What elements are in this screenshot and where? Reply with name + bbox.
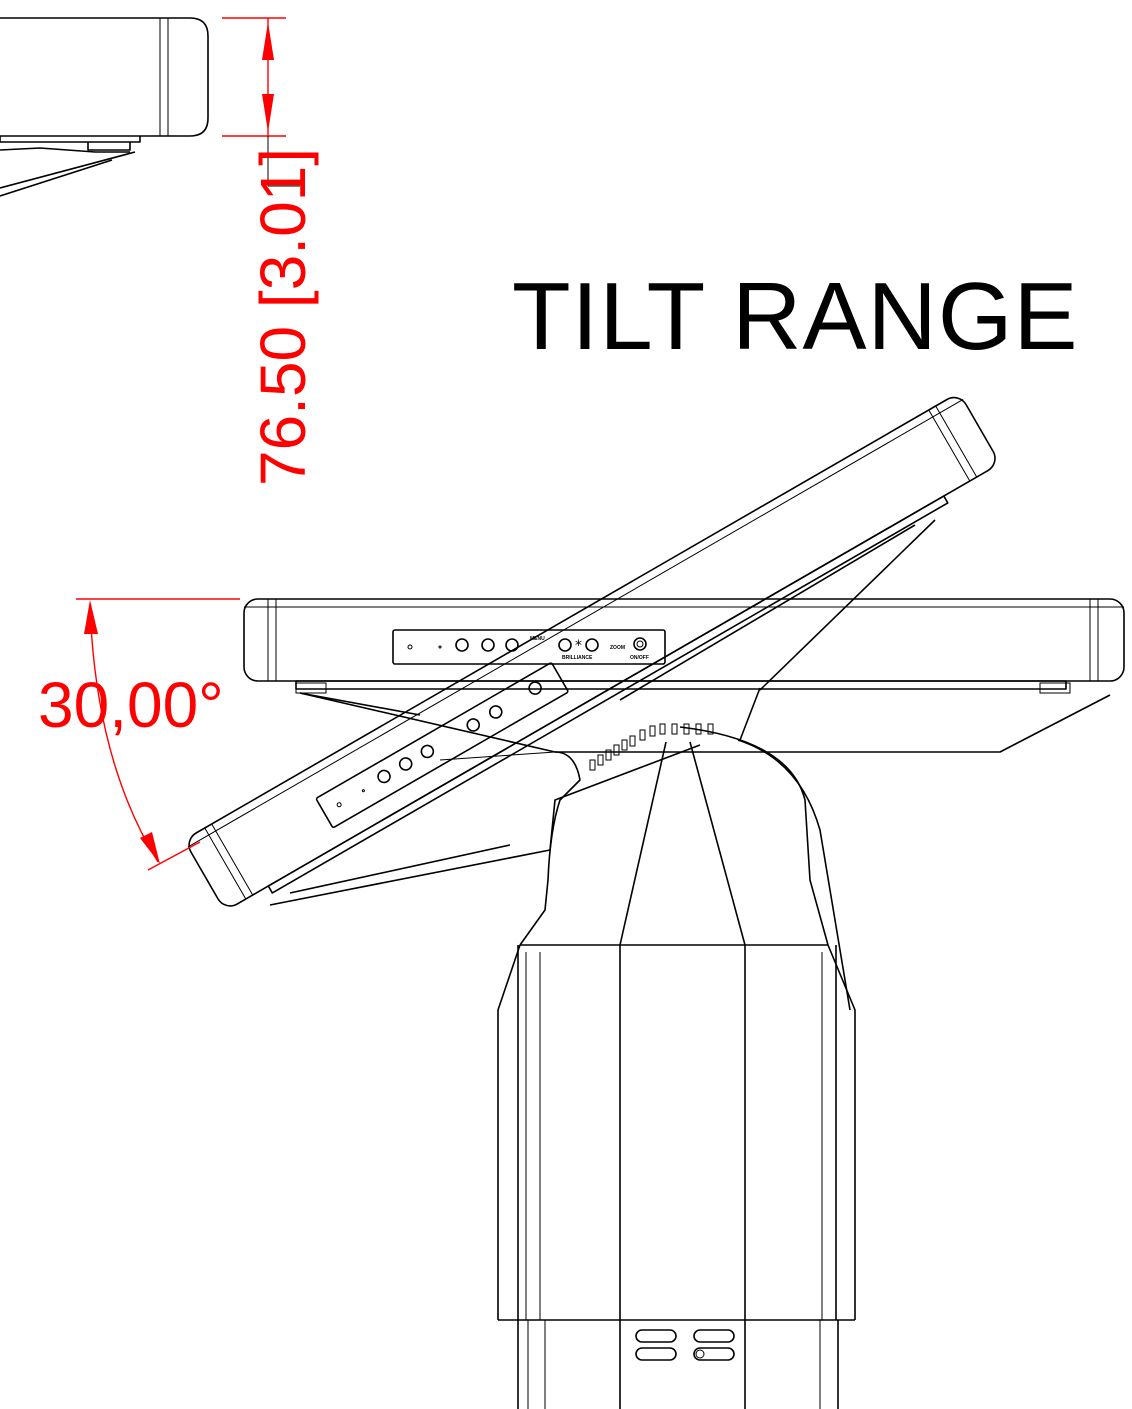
tilt-bracket: [269, 519, 1111, 906]
stand-column: [497, 944, 856, 1409]
monitor-horizontal: MENU * BRILLIANCE ZOOM ON/OFF: [243, 598, 1125, 694]
height-dimension-label: 76.50 [3.01]: [247, 147, 319, 486]
angle-dimension: [76, 598, 240, 871]
menu-label: MENU: [530, 636, 545, 642]
height-dimension: [222, 17, 300, 187]
power-label: ON/OFF: [630, 655, 649, 661]
vent-slots: [589, 723, 714, 771]
angle-dimension-label: 30,00°: [38, 669, 224, 741]
stand-neck: [519, 723, 851, 1011]
monitor-tilted: [187, 396, 996, 907]
control-panel-horizontal: MENU * BRILLIANCE ZOOM ON/OFF: [392, 629, 666, 665]
diagram-title: TILT RANGE: [512, 263, 1079, 370]
svg-text:*: *: [575, 638, 582, 654]
zoom-label: ZOOM: [610, 645, 625, 651]
top-monitor-side-view: [0, 17, 209, 197]
brilliance-label: BRILLIANCE: [562, 655, 593, 661]
control-panel-tilted: [315, 662, 569, 828]
